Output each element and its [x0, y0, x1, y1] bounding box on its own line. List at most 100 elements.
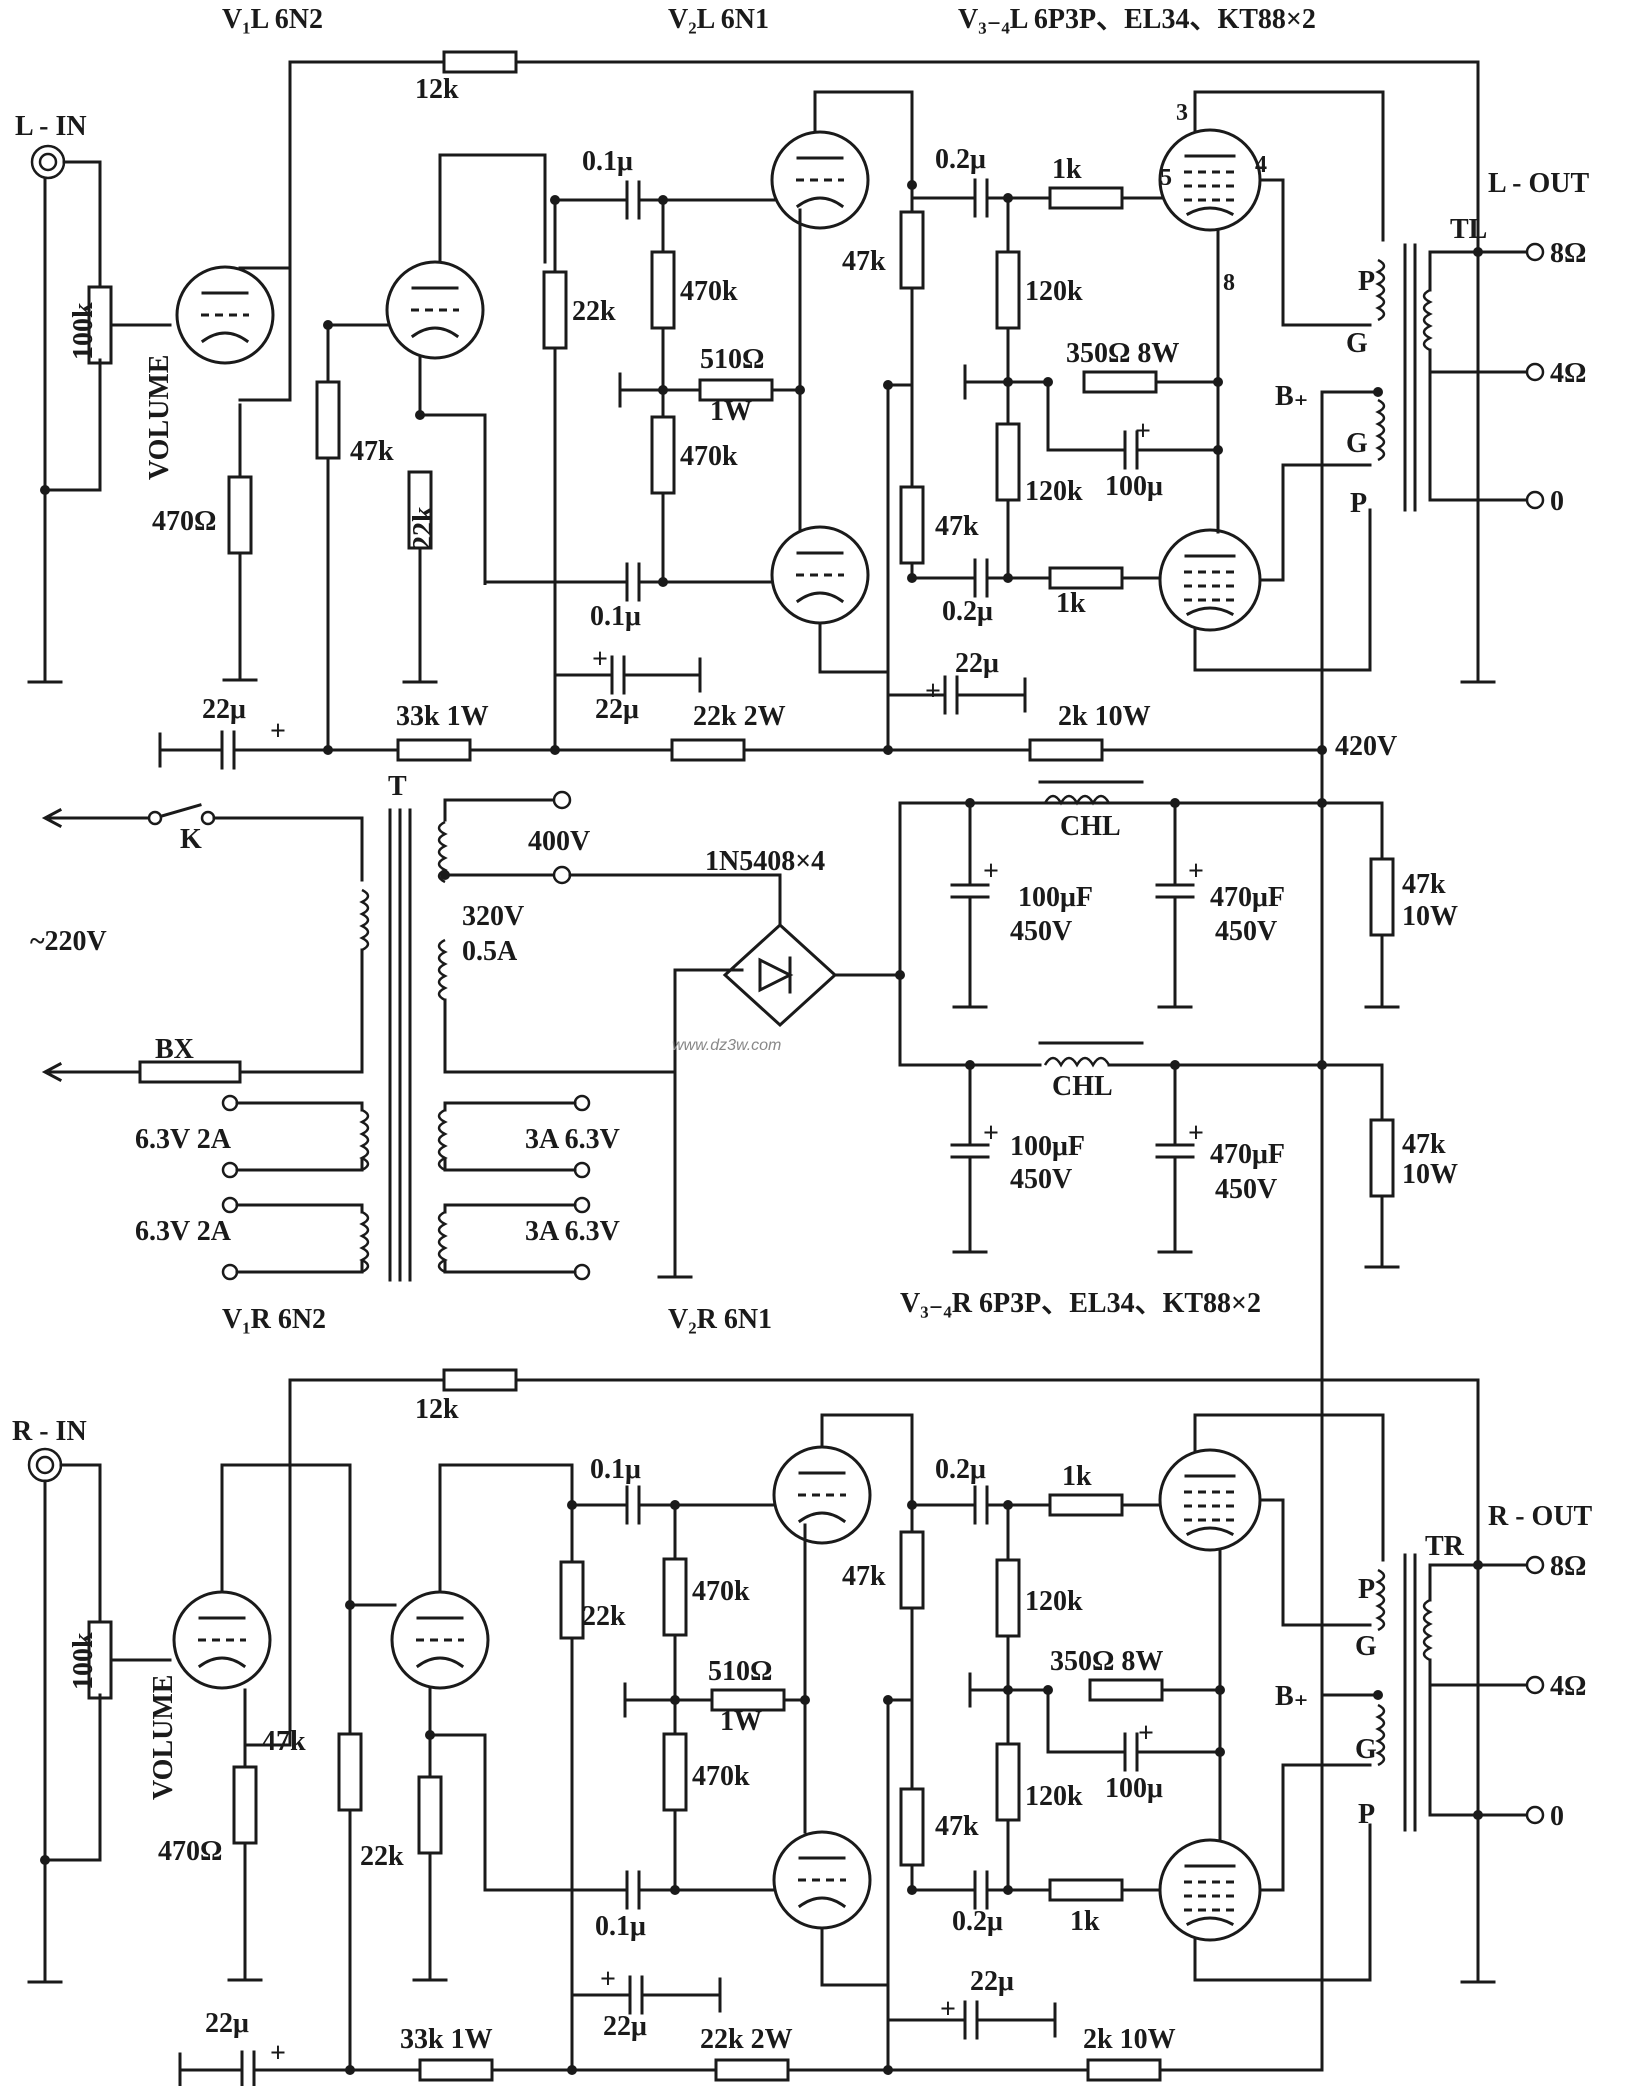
left-tap-p1: P	[1358, 266, 1375, 297]
left-feedback-resistor	[442, 50, 518, 74]
switch-label: K	[180, 824, 202, 855]
left-pin5-label: 5	[1160, 165, 1172, 191]
right-v34-label: V₃₋₄R 6P3P、EL34、KT88×2	[900, 1288, 1261, 1319]
right-grid-label: 47k	[262, 1726, 306, 1757]
transformer-label: T	[388, 771, 407, 802]
right-cath-pwr-label: 350Ω 8W	[1050, 1646, 1163, 1677]
left-pi-load1-label: 47k	[842, 246, 886, 277]
right-pot-label: 100k	[68, 1632, 99, 1690]
left-v4-power-tube	[1158, 528, 1262, 632]
left-tap-g2: G	[1346, 428, 1368, 459]
c4-label: 470μF	[1210, 1139, 1285, 1170]
right-tap-g1: G	[1355, 1631, 1377, 1662]
right-pi-load1-label: 47k	[842, 1561, 886, 1592]
left-cap-plus: +	[1135, 416, 1151, 447]
right-dec2-plus: +	[600, 1964, 616, 1995]
left-tap-bplus: B₊	[1275, 381, 1308, 412]
c2v-label: 450V	[1215, 916, 1277, 947]
left-rdec1-label: 33k 1W	[396, 701, 489, 732]
left-out-8ohm-terminal[interactable]	[1525, 242, 1545, 262]
right-dec3-plus: +	[940, 1994, 956, 2025]
sec-400v-terminal[interactable]	[552, 790, 572, 810]
right-rdec3-label: 2k 10W	[1083, 2024, 1176, 2055]
right-tap-p1: P	[1358, 1574, 1375, 1605]
fuse-label: BX	[155, 1034, 194, 1065]
right-channel: V₁R 6N2 V₂R 6N1 V₃₋₄R 6P3P、EL34、KT88×2 R…	[12, 1288, 1593, 2086]
left-cath-cap-label: 100μ	[1105, 471, 1163, 502]
pos-c2: +	[1188, 856, 1204, 887]
right-out-8ohm-terminal[interactable]	[1525, 1555, 1545, 1575]
c3v-label: 450V	[1010, 1164, 1072, 1195]
right-input-label: R - IN	[12, 1416, 87, 1447]
bleed1w-label: 10W	[1402, 901, 1458, 932]
pos-c3: +	[983, 1118, 999, 1149]
right-ot-primary-top	[1376, 1568, 1386, 1632]
left-pin4-label: 4	[1255, 152, 1267, 178]
right-ot-label: TR	[1425, 1531, 1465, 1562]
power-switch[interactable]	[147, 810, 163, 826]
left-pin8-label: 8	[1223, 270, 1235, 296]
left-v1b-r-label: 22k	[408, 506, 439, 550]
left-v1b-tube	[385, 260, 485, 360]
right-pi-load2-label: 47k	[935, 1811, 979, 1842]
mains-label: ~220V	[30, 926, 107, 957]
left-stop1-label: 1k	[1052, 154, 1082, 185]
right-ot-secondary	[1422, 1598, 1432, 1662]
right-out-0-terminal[interactable]	[1525, 1805, 1545, 1825]
right-output-label: R - OUT	[1488, 1501, 1593, 1532]
left-bias2-label: 120k	[1025, 476, 1083, 507]
right-pi-top-label: 470k	[692, 1576, 750, 1607]
right-tap-bplus: B₊	[1275, 1681, 1308, 1712]
left-pi-bot-label: 470k	[680, 441, 738, 472]
left-out-0-terminal[interactable]	[1525, 490, 1545, 510]
left-v2-top-tube	[770, 130, 870, 230]
right-dec1-label: 22μ	[205, 2008, 249, 2039]
left-feedback-label: 12k	[415, 74, 459, 105]
bleed2w-label: 10W	[1402, 1159, 1458, 1190]
right-v2-top-tube	[772, 1445, 872, 1545]
right-v1b-tube	[390, 1590, 490, 1690]
bleed2-label: 47k	[1402, 1129, 1446, 1160]
right-out-4ohm-terminal[interactable]	[1525, 1675, 1545, 1695]
right-v3-power-tube	[1158, 1448, 1262, 1552]
left-pin3-label: 3	[1176, 100, 1188, 126]
left-pi-top-label: 470k	[680, 276, 738, 307]
right-dec3-label: 22μ	[970, 1966, 1014, 1997]
left-pot-label: 100k	[68, 302, 99, 360]
left-pi-cath-w-label: 1W	[710, 396, 752, 427]
right-out-4: 4Ω	[1550, 1671, 1586, 1702]
left-volume-label: VOLUME	[144, 355, 175, 480]
left-stop2-label: 1k	[1056, 588, 1086, 619]
left-out-4ohm-terminal[interactable]	[1525, 362, 1545, 382]
c2-label: 470μF	[1210, 882, 1285, 913]
right-rdec1-label: 33k 1W	[400, 2024, 493, 2055]
right-rdec2-label: 22k 2W	[700, 2024, 793, 2055]
left-pi-cath-label: 510Ω	[700, 344, 764, 375]
right-pi-bot-label: 470k	[692, 1761, 750, 1792]
sec-05a-label: 0.5A	[462, 936, 518, 967]
right-dec2-label: 22μ	[603, 2011, 647, 2042]
left-bias1-label: 120k	[1025, 276, 1083, 307]
right-pi-cath-label: 510Ω	[708, 1656, 772, 1687]
right-dec1-plus: +	[270, 2038, 286, 2069]
right-v1-label: V₁R 6N2	[222, 1304, 326, 1335]
c1v-label: 450V	[1010, 916, 1072, 947]
left-v3-power-tube	[1158, 128, 1262, 232]
heater2-label: 6.3V 2A	[135, 1216, 232, 1247]
left-dec1-label: 22μ	[202, 694, 246, 725]
bplus-voltage-label: 420V	[1335, 731, 1397, 762]
left-dec1-plus: +	[270, 716, 286, 747]
right-v4-power-tube	[1158, 1838, 1262, 1942]
left-dec3-plus: +	[925, 676, 941, 707]
left-c2a-label: 0.2μ	[935, 144, 986, 175]
left-tap-g1: G	[1346, 328, 1368, 359]
right-v1b-r-label: 22k	[360, 1841, 404, 1872]
right-c1a-label: 0.1μ	[590, 1454, 641, 1485]
left-cath-pwr-label: 350Ω 8W	[1066, 338, 1179, 369]
right-cap-plus: +	[1138, 1718, 1154, 1749]
right-out-0: 0	[1550, 1801, 1564, 1832]
left-dec2-plus: +	[592, 644, 608, 675]
right-cathode-label: 470Ω	[158, 1836, 222, 1867]
right-bias2-label: 120k	[1025, 1781, 1083, 1812]
